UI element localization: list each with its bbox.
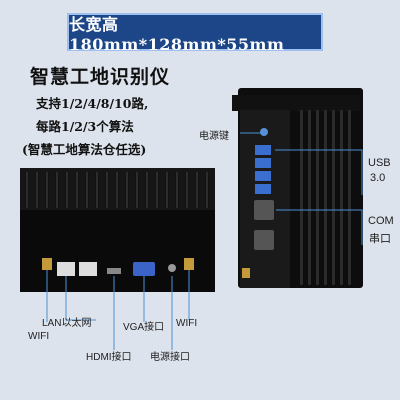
- dimensions-banner: 长宽高180mm*128mm*55mm: [67, 13, 323, 54]
- vga-port: [133, 262, 155, 276]
- usb-version-label: 3.0: [370, 172, 386, 184]
- wifi-right-label: WIFI: [176, 318, 198, 329]
- device-front-view: [20, 168, 215, 292]
- lan-port-1: [57, 262, 75, 276]
- feature-algorithm-store: (智慧工地算法仓任选): [22, 142, 147, 157]
- wifi-antenna-right: [184, 258, 194, 270]
- power-port-label: 电源接口: [150, 352, 190, 363]
- com-label: COM: [368, 215, 394, 227]
- usb-port-2: [255, 158, 271, 168]
- power-port: [168, 264, 176, 272]
- heatsink-fins: [300, 110, 351, 285]
- com-port-1: [254, 200, 274, 220]
- usb-port-3: [255, 171, 271, 181]
- wifi-left-label: WIFI: [28, 331, 50, 342]
- wifi-antenna-left: [42, 258, 52, 270]
- feature-algorithms: 每路1/2/3个算法: [36, 119, 134, 134]
- leader-lines: [46, 132, 363, 350]
- usb-label: USB: [368, 157, 391, 169]
- lan-label: LAN以太网: [42, 318, 92, 329]
- product-title: 智慧工地识别仪: [30, 66, 171, 88]
- serial-label: 串口: [369, 233, 391, 245]
- vga-label: VGA接口: [123, 322, 165, 333]
- hdmi-port: [107, 268, 121, 274]
- feature-channels: 支持1/2/4/8/10路,: [36, 96, 149, 111]
- usb-port-1: [255, 145, 271, 155]
- usb-port-4: [255, 184, 271, 194]
- device-back-view: [232, 88, 363, 288]
- hdmi-label: HDMI接口: [86, 352, 132, 363]
- lan-port-2: [79, 262, 97, 276]
- com-port-2: [254, 230, 274, 250]
- power-button-label: 电源键: [199, 131, 229, 142]
- power-button-icon: [260, 128, 268, 136]
